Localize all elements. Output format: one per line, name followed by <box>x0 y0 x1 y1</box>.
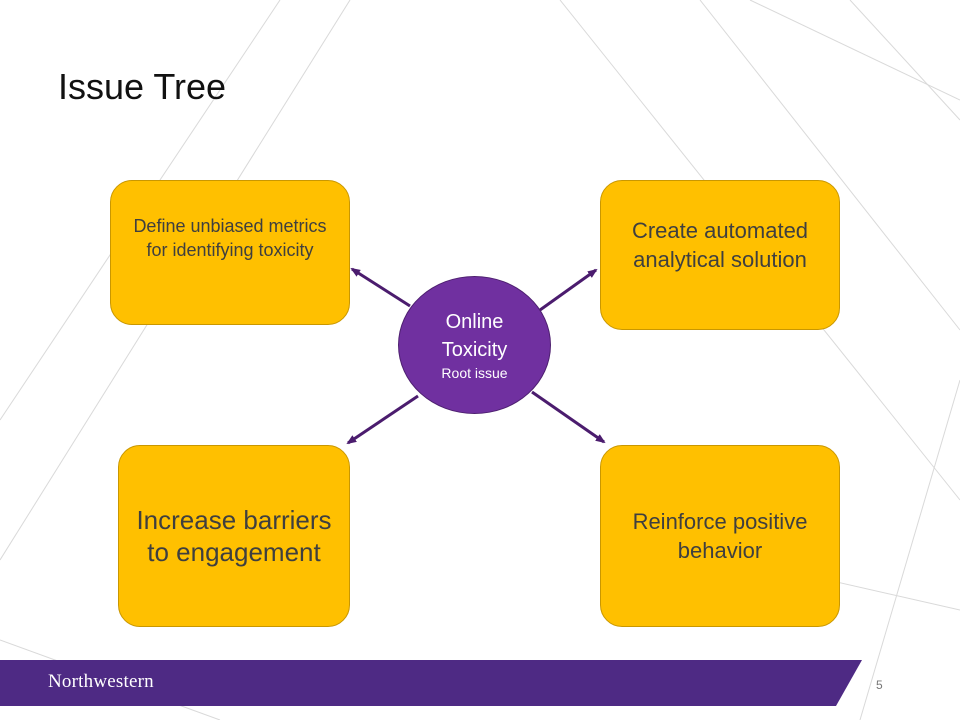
footer-banner-shape <box>0 660 862 706</box>
root-issue-subtitle: Root issue <box>441 365 508 381</box>
branch-box-bottom-left: Increase barriers to engagement <box>118 445 350 627</box>
branch-box-top-left: Define unbiased metrics for identifying … <box>110 180 350 325</box>
page-number: 5 <box>876 678 883 692</box>
branch-label: Reinforce positive behavior <box>632 509 808 563</box>
arrow-to-top-right <box>539 268 598 312</box>
branch-label: Define unbiased metrics for identifying … <box>133 215 327 260</box>
branch-box-top-right: Create automated analytical solution <box>600 180 840 330</box>
root-issue-title: Online Toxicity <box>441 311 508 361</box>
footer-bar: Northwestern <box>0 660 960 706</box>
arrow-to-bottom-left <box>346 394 419 445</box>
root-issue-circle: Online Toxicity Root issue <box>398 276 551 414</box>
branch-label: Create automated analytical solution <box>631 218 809 272</box>
northwestern-logo: Northwestern <box>48 671 154 692</box>
branch-label: Increase barriers to engagement <box>136 505 332 567</box>
slide-title: Issue Tree <box>58 66 227 107</box>
branch-box-bottom-right: Reinforce positive behavior <box>600 445 840 627</box>
arrow-to-top-left <box>350 267 411 308</box>
arrow-to-bottom-right <box>531 390 606 444</box>
